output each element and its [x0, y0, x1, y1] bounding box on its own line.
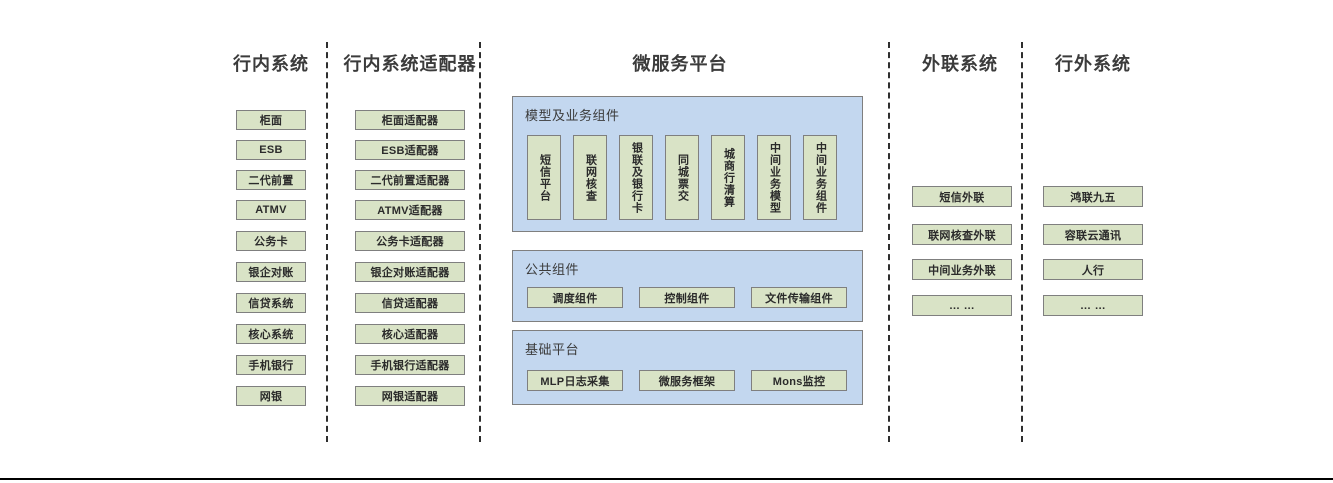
node-intra-6[interactable]: 银企对账 [236, 262, 306, 282]
vnode-model-4[interactable]: 同城票交 [665, 135, 699, 220]
column-title-intra-bank-adapters: 行内系统适配器 [343, 54, 477, 74]
node-base-1[interactable]: MLP日志采集 [527, 370, 623, 391]
node-adapter-1[interactable]: 柜面适配器 [355, 110, 465, 130]
divider-4 [1021, 42, 1023, 442]
node-adapter-2[interactable]: ESB适配器 [355, 140, 465, 160]
node-intra-1[interactable]: 柜面 [236, 110, 306, 130]
vnode-model-2-label: 联网核查 [584, 153, 597, 202]
node-intra-10[interactable]: 网银 [236, 386, 306, 406]
panel-public-components: 公共组件 [512, 250, 863, 322]
panel-title-model-business-components: 模型及业务组件 [525, 108, 620, 123]
panel-title-public-components: 公共组件 [525, 262, 580, 277]
node-public-3[interactable]: 文件传输组件 [751, 287, 847, 308]
node-offbank-1[interactable]: 鸿联九五 [1043, 186, 1143, 207]
node-intra-9[interactable]: 手机银行 [236, 355, 306, 375]
node-adapter-9[interactable]: 手机银行适配器 [355, 355, 465, 375]
node-offbank-4[interactable]: … … [1043, 295, 1143, 316]
node-public-2[interactable]: 控制组件 [639, 287, 735, 308]
vnode-model-1-label: 短信平台 [538, 153, 551, 202]
bottom-rule [0, 478, 1333, 480]
column-title-external-link-systems: 外联系统 [922, 54, 998, 74]
node-base-3[interactable]: Mons监控 [751, 370, 847, 391]
column-title-intra-bank-systems: 行内系统 [233, 54, 309, 74]
node-base-2[interactable]: 微服务框架 [639, 370, 735, 391]
node-intra-3[interactable]: 二代前置 [236, 170, 306, 190]
node-adapter-6[interactable]: 银企对账适配器 [355, 262, 465, 282]
vnode-model-7[interactable]: 中间业务组件 [803, 135, 837, 220]
vnode-model-5[interactable]: 城商行清算 [711, 135, 745, 220]
node-offbank-3[interactable]: 人行 [1043, 259, 1143, 280]
divider-3 [888, 42, 890, 442]
node-intra-8[interactable]: 核心系统 [236, 324, 306, 344]
node-adapter-4[interactable]: ATMV适配器 [355, 200, 465, 220]
node-offbank-2[interactable]: 容联云通讯 [1043, 224, 1143, 245]
node-intra-5[interactable]: 公务卡 [236, 231, 306, 251]
vnode-model-6[interactable]: 中间业务模型 [757, 135, 791, 220]
vnode-model-3[interactable]: 银联及银行卡 [619, 135, 653, 220]
node-external-2[interactable]: 联网核查外联 [912, 224, 1012, 245]
vnode-model-2[interactable]: 联网核查 [573, 135, 607, 220]
divider-1 [326, 42, 328, 442]
node-external-4[interactable]: … … [912, 295, 1012, 316]
node-public-1[interactable]: 调度组件 [527, 287, 623, 308]
divider-2 [479, 42, 481, 442]
panel-base-platform: 基础平台 [512, 330, 863, 405]
node-external-3[interactable]: 中间业务外联 [912, 259, 1012, 280]
node-intra-4[interactable]: ATMV [236, 200, 306, 220]
node-adapter-8[interactable]: 核心适配器 [355, 324, 465, 344]
node-intra-7[interactable]: 信贷系统 [236, 293, 306, 313]
panel-title-base-platform: 基础平台 [525, 342, 580, 357]
vnode-model-5-label: 城商行清算 [722, 147, 735, 208]
vnode-model-1[interactable]: 短信平台 [527, 135, 561, 220]
node-intra-2[interactable]: ESB [236, 140, 306, 160]
node-adapter-7[interactable]: 信贷适配器 [355, 293, 465, 313]
node-external-1[interactable]: 短信外联 [912, 186, 1012, 207]
vnode-model-3-label: 银联及银行卡 [630, 141, 643, 214]
column-title-microservice-platform: 微服务平台 [632, 54, 728, 74]
vnode-model-6-label: 中间业务模型 [768, 141, 781, 214]
node-adapter-3[interactable]: 二代前置适配器 [355, 170, 465, 190]
vnode-model-4-label: 同城票交 [676, 153, 689, 202]
node-adapter-10[interactable]: 网银适配器 [355, 386, 465, 406]
vnode-model-7-label: 中间业务组件 [814, 141, 827, 214]
column-title-off-bank-systems: 行外系统 [1055, 54, 1131, 74]
node-adapter-5[interactable]: 公务卡适配器 [355, 231, 465, 251]
